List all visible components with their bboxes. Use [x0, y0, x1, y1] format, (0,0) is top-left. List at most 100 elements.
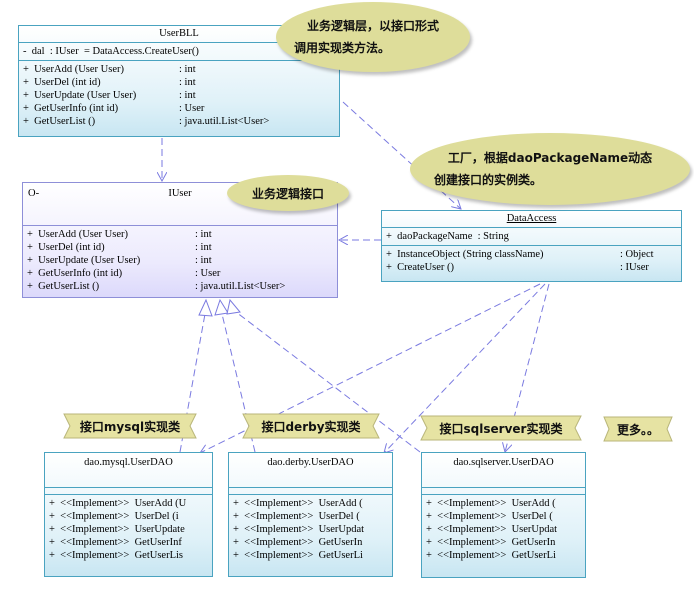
method-return-type: : int	[179, 77, 196, 88]
interface-lollipop-icon: O-	[28, 188, 40, 199]
class-name: dao.mysql.UserDAO	[84, 457, 173, 468]
method-row: + UserAdd (User User) : int	[27, 228, 333, 241]
banner-label: 接口derby实现类	[261, 419, 361, 434]
fields-section: + daoPackageName : String	[382, 227, 681, 245]
note-line: 创建接口的实例类。	[434, 173, 543, 187]
methods-section: + <<Implement>> UserAdd ( + <<Implement>…	[422, 494, 585, 564]
method-signature: + GetUserInfo (int id)	[27, 268, 123, 279]
method-return-type: : int	[195, 242, 212, 253]
method-return-type: : User	[179, 103, 205, 114]
method-return-type: : int	[179, 90, 196, 101]
method-return-type: : int	[179, 64, 196, 75]
bll-note-cloud: 业务逻辑层，以接口形式 调用实现类方法。	[276, 2, 470, 72]
banner-label: 更多。。	[616, 422, 659, 437]
method-signature: + UserDel (int id)	[27, 242, 105, 253]
method-row: + <<Implement>> GetUserIn	[233, 537, 363, 548]
method-row: + UserDel (int id) : int	[23, 76, 335, 89]
method-return-type: : Object	[620, 249, 654, 260]
method-row: + <<Implement>> GetUserLis	[49, 550, 183, 561]
dataaccess-to-mysql-dependency	[200, 283, 541, 453]
banner-label: 接口mysql实现类	[79, 419, 181, 434]
method-signature: + UserAdd (User User)	[27, 229, 128, 240]
method-signature: + UserDel (int id)	[23, 77, 101, 88]
fields-section: - dal : IUser = DataAccess.CreateUser()	[19, 42, 339, 60]
method-row: + <<Implement>> GetUserIn	[426, 537, 556, 548]
method-row: + <<Implement>> GetUserLi	[233, 550, 363, 561]
method-row: + <<Implement>> GetUserLi	[426, 550, 556, 561]
method-return-type: : java.util.List<User>	[179, 116, 270, 127]
class-name: dao.derby.UserDAO	[267, 457, 354, 468]
method-signature: + CreateUser ()	[386, 262, 455, 273]
dataaccess-to-derby-dependency	[384, 283, 546, 453]
method-row: + UserDel (int id) : int	[27, 241, 333, 254]
note-line: 业务逻辑接口	[251, 186, 324, 201]
class-name: DataAccess	[506, 213, 557, 224]
method-signature: + UserAdd (User User)	[23, 64, 124, 75]
field-row: - dal : IUser = DataAccess.CreateUser()	[23, 46, 199, 57]
method-return-type: : IUser	[620, 262, 649, 273]
realization-arrowhead-icon	[214, 298, 229, 316]
method-return-type: : User	[195, 268, 221, 279]
realization-arrowhead-icon	[226, 298, 241, 315]
method-row: + CreateUser () : IUser	[386, 261, 677, 274]
dataaccess-class-box[interactable]: DataAccess + daoPackageName : String + I…	[381, 210, 682, 282]
methods-section: + UserAdd (User User) : int + UserDel (in…	[23, 225, 337, 295]
banner-shape-icon	[63, 413, 197, 439]
fields-section	[422, 487, 585, 494]
method-row: + <<Implement>> UserDel (	[426, 511, 553, 522]
iuser-interface-box[interactable]: O- IUser + UserAdd (User User) : int + Us…	[22, 182, 338, 298]
mysql-impl-banner: 接口mysql实现类	[62, 410, 198, 442]
class-name: dao.sqlserver.UserDAO	[453, 457, 554, 468]
method-row: + InstanceObject (String className) : Obj…	[386, 248, 677, 261]
derby-impl-banner: 接口derby实现类	[241, 410, 381, 442]
derby-userdao-class-box[interactable]: dao.derby.UserDAO + <<Implement>> UserAd…	[228, 452, 393, 577]
methods-section: + UserAdd (User User) : int + UserDel (in…	[19, 60, 339, 130]
method-signature: + GetUserList ()	[27, 281, 100, 292]
note-line: 业务逻辑层，以接口形式	[306, 19, 439, 33]
method-row: + <<Implement>> UserAdd (	[233, 498, 363, 509]
more-banner: 更多。。	[602, 414, 674, 444]
method-signature: + UserUpdate (User User)	[27, 255, 141, 266]
method-signature: + InstanceObject (String className)	[386, 249, 544, 260]
method-row: + UserUpdate (User User) : int	[27, 254, 333, 267]
factory-note-cloud: 工厂，根据daoPackageName动态 创建接口的实例类。	[410, 133, 690, 205]
mysql-userdao-class-box[interactable]: dao.mysql.UserDAO + <<Implement>> UserAd…	[44, 452, 213, 577]
fields-section	[45, 487, 212, 494]
method-row: + GetUserInfo (int id) : User	[23, 102, 335, 115]
method-return-type: : int	[195, 255, 212, 266]
method-row: + UserAdd (User User) : int	[23, 63, 335, 76]
method-row: + GetUserList (): java.util.List<User>	[27, 280, 333, 293]
note-line: 调用实现类方法。	[294, 41, 391, 55]
method-row: + <<Implement>> UserUpdate	[49, 524, 185, 535]
method-row: + GetUserList () : java.util.List<User>	[23, 115, 335, 128]
methods-section: + <<Implement>> UserAdd (U + <<Implement…	[45, 494, 212, 564]
method-signature: + GetUserInfo (int id)	[23, 103, 119, 114]
method-row: + <<Implement>> UserUpdat	[426, 524, 558, 535]
sqlserver-realizes-iuser	[235, 311, 421, 453]
interface-name: IUser	[168, 188, 192, 199]
method-row: + <<Implement>> UserUpdat	[233, 524, 365, 535]
method-return-type: : int	[195, 229, 212, 240]
method-signature: + UserUpdate (User User)	[23, 90, 137, 101]
method-signature: + GetUserList ()	[23, 116, 96, 127]
method-row: + <<Implement>> UserAdd (	[426, 498, 556, 509]
methods-section: + InstanceObject (String className) : Obj…	[382, 245, 681, 276]
interface-header: O- IUser	[23, 183, 337, 205]
method-row: + GetUserInfo (int id) : User	[27, 267, 333, 280]
method-row: + <<Implement>> UserDel (	[233, 511, 360, 522]
class-name: UserBLL	[159, 28, 199, 39]
interface-note-cloud: 业务逻辑接口	[227, 175, 349, 211]
banner-shape-icon	[603, 416, 673, 442]
method-row: + UserUpdate (User User) : int	[23, 89, 335, 102]
fields-section	[229, 487, 392, 494]
sqlserver-userdao-class-box[interactable]: dao.sqlserver.UserDAO + <<Implement>> Us…	[421, 452, 586, 578]
method-row: + <<Implement>> GetUserInf	[49, 537, 182, 548]
method-row: + <<Implement>> UserDel (i	[49, 511, 179, 522]
banner-shape-icon	[420, 415, 582, 441]
banner-shape-icon	[242, 413, 380, 439]
methods-section: + <<Implement>> UserAdd ( + <<Implement>…	[229, 494, 392, 564]
banner-label: 接口sqlserver实现类	[439, 421, 563, 436]
sqlserver-impl-banner: 接口sqlserver实现类	[419, 412, 583, 444]
note-line: 工厂，根据daoPackageName动态	[447, 151, 653, 165]
